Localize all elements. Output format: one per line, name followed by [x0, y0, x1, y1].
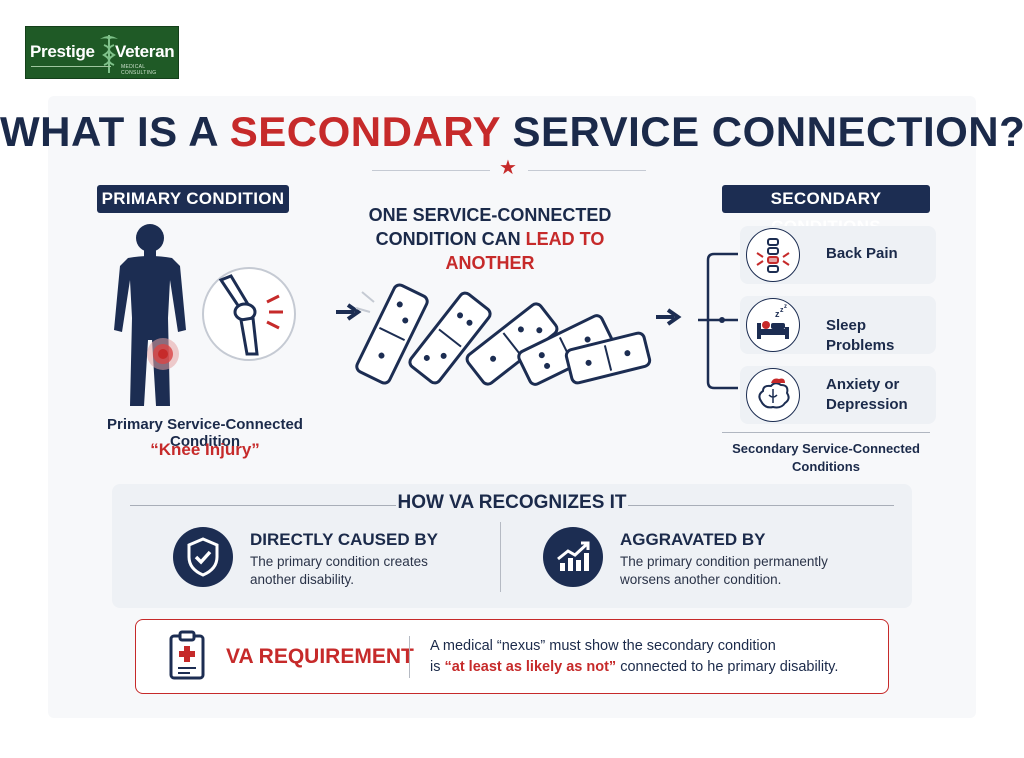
falling-dominoes-illustration: [355, 283, 652, 386]
secondary-label-back-pain: Back Pain: [826, 245, 898, 262]
recognition-divider: [500, 522, 501, 592]
page-title: WHAT IS A SECONDARY SERVICE CONNECTION?: [0, 108, 1024, 156]
secondary-item-anxiety-depression: Anxiety or Depression: [740, 366, 936, 424]
title-rule-right: [528, 170, 646, 171]
aggravated-text: The primary condition permanently worsen…: [620, 553, 828, 589]
recognition-rule-left: [130, 505, 396, 506]
requirement-line-1: A medical “nexus” must show the secondar…: [430, 638, 776, 654]
requirement-highlight: “at least as likely as not”: [444, 659, 617, 675]
spine-icon: [746, 228, 800, 282]
va-requirement-heading: VA REQUIREMENT: [226, 645, 414, 668]
knee-joint-icon: [202, 267, 296, 361]
directly-caused-text: The primary condition creates another di…: [250, 553, 428, 589]
svg-text:z: z: [780, 307, 784, 314]
logo-word-veteran: Veteran: [115, 42, 175, 61]
domino-1: [355, 283, 429, 385]
domino-3: [465, 302, 559, 386]
requirement-line-2-post: connected to he primary disability.: [616, 659, 839, 675]
secondary-label-anxiety-line-2: Depression: [826, 396, 908, 413]
branch-connector: [698, 252, 738, 390]
secondary-label-anxiety-line-1: Anxiety or: [826, 376, 900, 393]
human-figure-icon: [114, 224, 186, 406]
logo-divider: [31, 66, 111, 67]
secondary-conditions-badge: SECONDARY CONDITIONS: [722, 185, 930, 236]
arrow-right-icon-2: [656, 308, 682, 326]
secondary-label-anxiety: Anxiety or Depression: [826, 375, 908, 415]
requirement-divider: [409, 636, 410, 678]
directly-caused-line-1: The primary condition creates: [250, 554, 428, 569]
logo-subtitle: MEDICAL CONSULTING: [121, 64, 157, 76]
secondary-item-back-pain: Back Pain: [740, 226, 936, 284]
secondary-caption-line-2: Conditions: [792, 459, 860, 474]
domino-heading-line-1: ONE SERVICE-CONNECTED: [368, 205, 612, 225]
title-part-2: SERVICE CONNECTION?: [500, 108, 1024, 155]
domino-heading-line-2: CONDITION CAN LEAD TO ANOTHER: [340, 227, 640, 275]
requirement-line-2: is “at least as likely as not” connected…: [430, 657, 838, 678]
shield-check-icon: [173, 527, 233, 587]
domino-heading: ONE SERVICE-CONNECTED CONDITION CAN LEAD…: [340, 203, 640, 275]
aggravated-line-1: The primary condition permanently: [620, 554, 828, 569]
recognition-rule-right: [628, 505, 894, 506]
medical-clipboard-icon: [169, 630, 205, 680]
va-requirement-text: A medical “nexus” must show the secondar…: [430, 636, 838, 678]
aggravated-heading: AGGRAVATED BY: [620, 530, 766, 549]
title-part-1: WHAT IS A: [0, 108, 230, 155]
sleep-bed-icon: z z z: [746, 298, 800, 352]
logo: Prestige Veteran MEDICAL CONSULTING: [25, 26, 179, 79]
title-highlight: SECONDARY: [229, 108, 501, 155]
chart-rising-icon: [543, 527, 603, 587]
domino-2: [408, 291, 492, 385]
secondary-caption: Secondary Service-Connected Conditions: [716, 440, 936, 476]
star-icon: ★: [499, 157, 517, 179]
recognition-title: HOW VA RECOGNIZES IT: [397, 492, 627, 513]
domino-heading-highlight: LEAD TO ANOTHER: [445, 229, 605, 273]
secondary-caption-rule: [722, 432, 930, 433]
primary-condition-name: “Knee Injury”: [150, 440, 260, 459]
directly-caused-line-2: another disability.: [250, 572, 355, 587]
domino-heading-plain: CONDITION CAN: [375, 229, 526, 249]
domino-5: [564, 331, 652, 385]
primary-condition-badge: PRIMARY CONDITION: [97, 185, 289, 213]
aggravated-line-2: worsens another condition.: [620, 572, 782, 587]
requirement-line-2-pre: is: [430, 659, 445, 675]
brain-cloud-icon: [746, 368, 800, 422]
va-requirement-panel: [135, 619, 889, 694]
primary-caption: Primary Service-Connected Condition: [107, 416, 303, 450]
svg-text:z: z: [775, 309, 780, 319]
svg-text:z: z: [784, 304, 787, 310]
secondary-caption-line-1: Secondary Service-Connected: [732, 441, 920, 456]
directly-caused-heading: DIRECTLY CAUSED BY: [250, 530, 438, 549]
secondary-label-sleep-problems: Sleep Problems: [826, 317, 895, 354]
title-rule-left: [372, 170, 490, 171]
logo-word-prestige: Prestige: [30, 42, 95, 61]
va-recognition-panel: [112, 484, 912, 608]
arrow-right-icon: [336, 303, 362, 321]
secondary-item-sleep-problems: z z z Sleep Problems: [740, 296, 936, 354]
